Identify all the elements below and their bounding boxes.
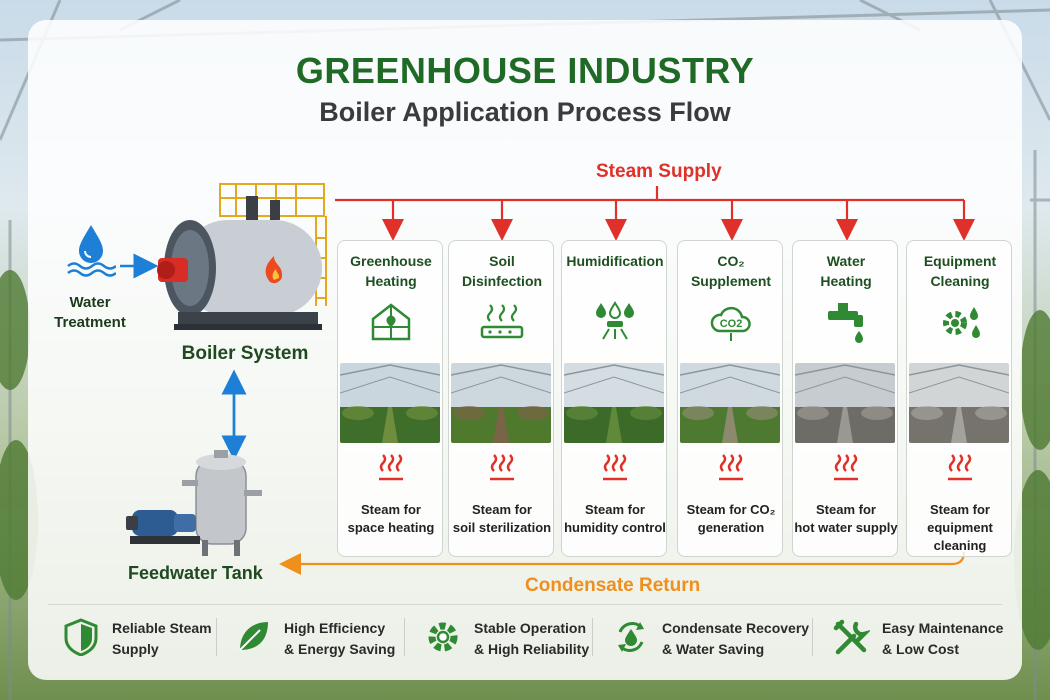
svg-text:CO2: CO2 [720, 318, 743, 330]
card-description: Steam for humidity control [564, 502, 666, 535]
application-photo [564, 363, 664, 443]
feature-text: Easy Maintenance & Low Cost [882, 620, 1004, 657]
card-description: Steam for hot water supply [794, 502, 898, 535]
steam-icon [719, 454, 743, 481]
gear-icon [428, 622, 458, 652]
application-photo [909, 363, 1009, 443]
card-description: Steam for equipment cleaning [927, 502, 993, 553]
feature-separator [812, 618, 813, 656]
application-photo [795, 363, 895, 443]
page-title: GREENHOUSE INDUSTRY [295, 50, 755, 91]
card-title: Humidification [566, 253, 664, 269]
feedwater-label: Feedwater Tank [128, 563, 263, 583]
shield-icon [64, 618, 98, 656]
feature-text: High Efficiency & Energy Saving [284, 620, 396, 657]
tools-icon [833, 619, 870, 655]
gear-drops-icon [943, 307, 980, 338]
steam-supply-line [335, 186, 975, 241]
card-title: Equipment Cleaning [923, 253, 997, 289]
soil-steam-icon [480, 304, 524, 339]
water-drop-icon [67, 225, 116, 277]
sprayer-icon [596, 301, 634, 340]
feature-separator [404, 618, 405, 656]
greenhouse-icon [371, 303, 411, 341]
co2-cloud-icon: CO2 [710, 306, 751, 341]
steam-icon [379, 454, 403, 481]
condensate-return-label: Condensate Return [525, 575, 701, 596]
feature-text: Reliable Steam Supply [112, 620, 212, 657]
application-photo [680, 363, 780, 443]
application-photo [340, 363, 440, 443]
leaf-icon [239, 622, 268, 651]
feature-item: High Efficiency & Energy Saving [234, 616, 414, 662]
steam-icon [948, 454, 972, 481]
application-photo [451, 363, 551, 443]
card-title: Greenhouse Heating [350, 253, 432, 289]
water-treatment-label: Water Treatment [54, 294, 126, 331]
steam-icon [834, 454, 858, 481]
feature-item: Stable Operation & High Reliability [424, 616, 604, 662]
feature-text: Condensate Recovery & Water Saving [662, 620, 810, 657]
boiler-illustration [157, 183, 327, 330]
feature-item: Condensate Recovery & Water Saving [612, 616, 822, 662]
footer-divider [48, 604, 1002, 605]
card-title: Water Heating [820, 253, 872, 289]
steam-supply-label: Steam Supply [596, 161, 722, 182]
card-description: Steam for CO₂ generation [686, 502, 776, 535]
feedwater-tank-illustration [126, 450, 262, 556]
card-description: Steam for soil sterilization [452, 502, 552, 535]
feature-separator [592, 618, 593, 656]
recycle-drop-icon [618, 622, 644, 652]
feature-item: Easy Maintenance & Low Cost [832, 616, 1012, 662]
boiler-label: Boiler System [181, 343, 309, 364]
feature-item: Reliable Steam Supply [62, 616, 242, 662]
faucet-icon [828, 303, 863, 343]
card-title: CO₂ Supplement [690, 253, 772, 289]
steam-icon [490, 454, 514, 481]
steam-icon [603, 454, 627, 481]
card-title: Soil Disinfection [461, 253, 543, 289]
page-subtitle: Boiler Application Process Flow [319, 97, 731, 127]
feature-text: Stable Operation & High Reliability [474, 620, 590, 657]
card-description: Steam for space heating [347, 502, 435, 535]
feature-separator [216, 618, 217, 656]
